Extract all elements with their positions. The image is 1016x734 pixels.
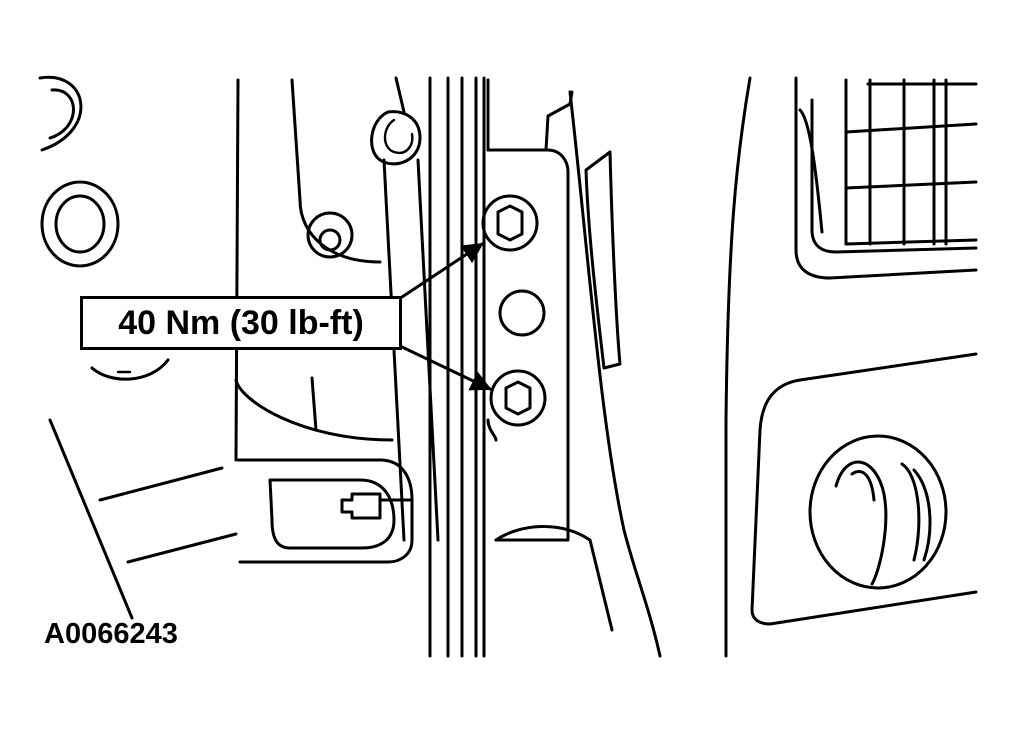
torque-callout: 40 Nm (30 lb-ft) bbox=[80, 296, 402, 350]
torque-label: 40 Nm (30 lb-ft) bbox=[118, 303, 364, 342]
retractor-housing bbox=[236, 458, 414, 564]
cable-loop bbox=[370, 76, 440, 542]
lower-bolt bbox=[489, 369, 547, 427]
round-vent bbox=[750, 352, 978, 626]
callout-leaders bbox=[400, 242, 492, 391]
figure-id: A0066243 bbox=[44, 618, 178, 650]
pillar-trim bbox=[234, 78, 394, 462]
lower-left-trim bbox=[48, 418, 238, 620]
mounting-bracket bbox=[486, 78, 574, 542]
angled-strip bbox=[584, 150, 622, 370]
air-vent-grille bbox=[794, 76, 978, 280]
right-panel-edge bbox=[494, 76, 752, 658]
left-edge-rings bbox=[38, 75, 170, 381]
pillar-stripes bbox=[428, 76, 486, 658]
upper-bolt bbox=[481, 194, 539, 252]
